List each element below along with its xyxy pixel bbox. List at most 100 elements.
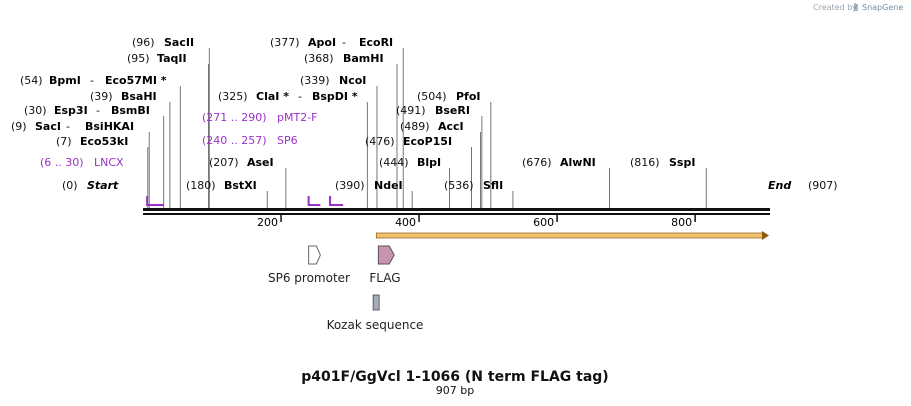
enzyme-name: NdeI [374, 179, 403, 192]
site-position: (489) [400, 120, 430, 133]
start-position: (0) [62, 179, 78, 192]
primer-name: pMT2-F [277, 111, 318, 124]
enzyme-label-bsahi[interactable]: (39) BsaHI [90, 90, 157, 103]
site-position: (207) [209, 156, 239, 169]
enzyme-name: SflI [483, 179, 503, 192]
credit-brand: SnapGene [862, 3, 903, 12]
enzyme-name-2: BsiHKAI [85, 120, 134, 133]
enzyme-label-sspi[interactable]: (816) SspI [630, 156, 695, 169]
site-position: (368) [304, 52, 334, 65]
primer-name: SP6 [277, 134, 298, 147]
map-title: p401F/GgVcl 1-1066 (N term FLAG tag) [301, 369, 608, 385]
enzyme-label-sfli[interactable]: (536) SflI [444, 179, 503, 192]
start-label: Start [87, 179, 119, 192]
site-position: (7) [56, 135, 72, 148]
primer-label-pmt2-f[interactable]: (271 .. 290) pMT2-F [202, 111, 318, 124]
site-position: (816) [630, 156, 660, 169]
enzyme-name: Eco53kI [80, 135, 128, 148]
enzyme-label-acci[interactable]: (489) AccI [400, 120, 464, 133]
enzyme-label-bamhi[interactable]: (368) BamHI [304, 52, 384, 65]
enzyme-label-esp3i[interactable]: (30) Esp3I - BsmBI [24, 104, 150, 117]
enzyme-name: SacI [35, 120, 61, 133]
kozak-box[interactable] [372, 294, 380, 311]
enzyme-label-apoi[interactable]: (377) ApoI - EcoRI [270, 36, 393, 49]
ruler-tick-label: 400 [395, 216, 416, 229]
enzyme-separator: - [342, 36, 346, 49]
orf-arrow[interactable] [375, 231, 769, 240]
primer-bar[interactable] [307, 196, 321, 206]
enzyme-name: BseRI [435, 104, 470, 117]
enzyme-name: ClaI * [256, 90, 289, 103]
site-lines [147, 48, 707, 208]
primer-range: (6 .. 30) [40, 156, 84, 169]
primer-name: LNCX [94, 156, 124, 169]
site-position: (96) [132, 36, 155, 49]
ruler-tick-label: 600 [533, 216, 554, 229]
site-position: (377) [270, 36, 300, 49]
enzyme-label-eco53ki[interactable]: (7) Eco53kI [56, 135, 128, 148]
primer-bar[interactable] [146, 196, 164, 206]
enzyme-label-bpmi[interactable]: (54) BpmI - Eco57MI * [20, 74, 167, 87]
site-position: (491) [396, 104, 426, 117]
map-length: 907 bp [436, 384, 474, 397]
features [308, 245, 395, 311]
enzyme-label-alwni[interactable]: (676) AlwNI [522, 156, 596, 169]
enzyme-label-bseri[interactable]: (491) BseRI [396, 104, 470, 117]
enzyme-label-blpi[interactable]: (444) BlpI [379, 156, 441, 169]
sp6-promoter-arrow[interactable] [308, 245, 321, 265]
enzyme-name-2: Eco57MI * [105, 74, 167, 87]
site-position: (476) [365, 135, 395, 148]
ruler: 200 400 600 800 [257, 215, 696, 229]
feature-label-flag: FLAG [369, 271, 400, 285]
snapgene-logo-icon [854, 3, 858, 11]
site-position: (339) [300, 74, 330, 87]
orf-bar [375, 232, 764, 239]
enzyme-name: AseI [247, 156, 274, 169]
sequence-backbone[interactable] [143, 208, 770, 215]
enzyme-label-ecop15i[interactable]: (476) EcoP15I [365, 135, 452, 148]
enzyme-name: AlwNI [560, 156, 596, 169]
enzyme-label-asei[interactable]: (207) AseI [209, 156, 274, 169]
enzyme-name: BpmI [49, 74, 81, 87]
primer-label-sp6[interactable]: (240 .. 257) SP6 [202, 134, 298, 147]
enzyme-name: NcoI [339, 74, 366, 87]
end-position: (907) [808, 179, 838, 192]
site-position: (390) [335, 179, 365, 192]
enzyme-label-ncoi[interactable]: (339) NcoI [300, 74, 366, 87]
ruler-tick-label: 200 [257, 216, 278, 229]
site-position: (325) [218, 90, 248, 103]
feature-label-sp6-promoter: SP6 promoter [268, 271, 350, 285]
enzyme-label-taqii[interactable]: (95) TaqII [127, 52, 187, 65]
enzyme-name: AccI [438, 120, 464, 133]
flag-arrow[interactable] [377, 245, 395, 265]
site-position: (39) [90, 90, 113, 103]
primer-label-lncx[interactable]: (6 .. 30) LNCX [40, 156, 124, 169]
ruler-tick-label: 800 [671, 216, 692, 229]
enzyme-label-clai[interactable]: (325) ClaI * - BspDI * [218, 90, 358, 103]
primer-bars [146, 196, 344, 206]
enzyme-name: BstXI [224, 179, 257, 192]
enzyme-separator: - [96, 104, 100, 117]
enzyme-label-sacii[interactable]: (96) SacII [132, 36, 194, 49]
site-position: (676) [522, 156, 552, 169]
primer-range: (271 .. 290) [202, 111, 267, 124]
enzyme-label-bstxi[interactable]: (180) BstXI [186, 179, 257, 192]
enzyme-label-ndei[interactable]: (390) NdeI [335, 179, 403, 192]
primer-bar[interactable] [329, 196, 344, 206]
enzyme-name: BlpI [417, 156, 441, 169]
enzyme-name: BamHI [343, 52, 384, 65]
enzyme-label-saci[interactable]: (9) SacI - BsiHKAI [11, 120, 134, 133]
enzyme-name: SspI [669, 156, 695, 169]
end-label: End [768, 179, 791, 192]
enzyme-name: EcoP15I [403, 135, 452, 148]
enzyme-separator: - [298, 90, 302, 103]
enzyme-label-pfoi[interactable]: (504) PfoI [417, 90, 481, 103]
enzyme-name: ApoI [308, 36, 336, 49]
enzyme-name: TaqII [157, 52, 187, 65]
enzyme-separator: - [90, 74, 94, 87]
site-position: (95) [127, 52, 150, 65]
enzyme-separator: - [66, 120, 70, 133]
site-position: (9) [11, 120, 27, 133]
enzyme-name-2: BspDI * [312, 90, 358, 103]
